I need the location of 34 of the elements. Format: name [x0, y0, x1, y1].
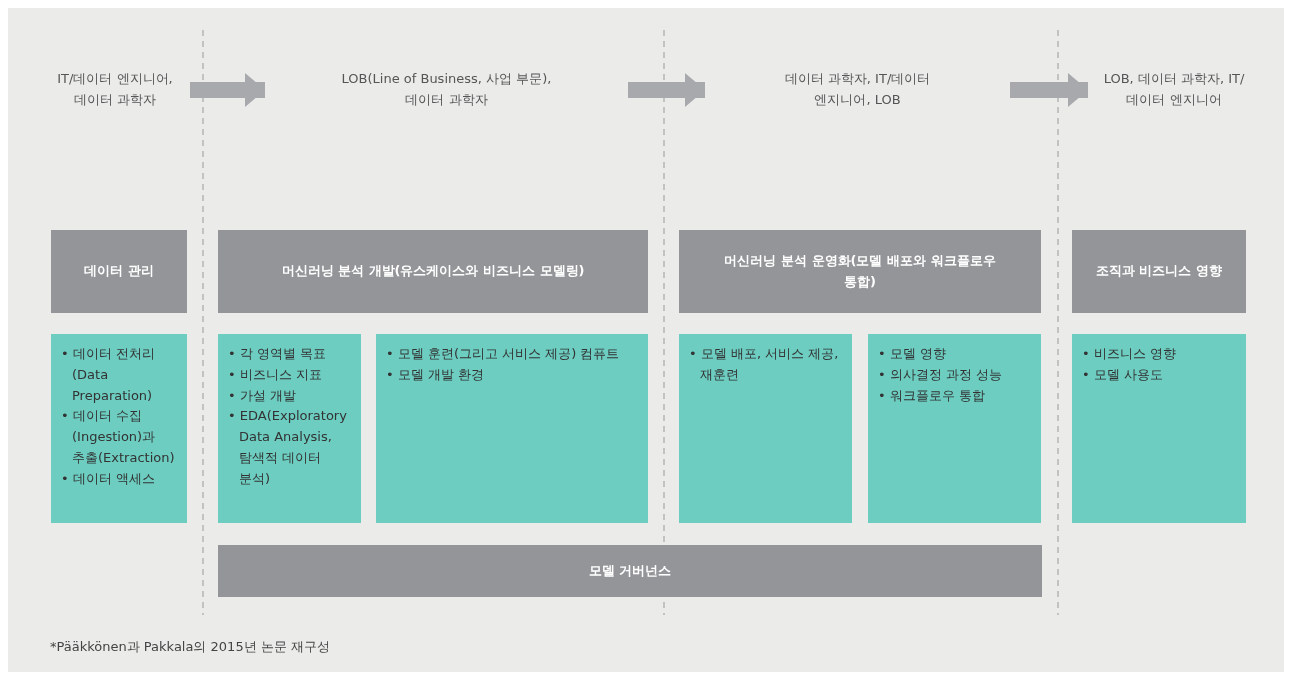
- bullet-item: • 데이터 전처리(Data Preparation): [61, 345, 156, 405]
- stage-header: 조직과 비즈니스 영향: [1072, 230, 1246, 313]
- stage-header: 머신러닝 분석 운영화(모델 배포와 워크플로우 통합): [679, 230, 1041, 313]
- bullet-item: • 모델 배포, 서비스 제공, 재훈련: [689, 345, 840, 384]
- stage-header: 데이터 관리: [51, 230, 187, 313]
- bullet-item: • 모델 개발 환경: [386, 365, 486, 384]
- stage-header: 모델 거버넌스: [218, 545, 1042, 597]
- bullet-list-card: [51, 334, 187, 523]
- bullet-item: • 모델 훈련(그리고 서비스 제공) 컴퓨트: [386, 345, 621, 363]
- bullet-item: • 각 영역별 목표: [228, 345, 328, 363]
- bullet-list-card: [868, 334, 1041, 523]
- role-label: LOB(Line of Business, 사업 부문), 데이터 과학자: [265, 60, 628, 120]
- stage-header: 머신러닝 분석 개발(유스케이스와 비즈니스 모델링): [218, 230, 648, 313]
- arrow: [190, 73, 265, 107]
- bullet-item: • 비즈니스 영향: [1082, 345, 1177, 363]
- arrow: [1010, 73, 1088, 107]
- role-label: 데이터 과학자, IT/데이터 엔지니어, LOB: [705, 60, 1010, 120]
- role-label: IT/데이터 엔지니어, 데이터 과학자: [40, 60, 190, 120]
- bullet-item: • 모델 영향: [878, 345, 947, 363]
- bullet-item: • 데이터 수집(Ingestion)과 추출(Extraction): [61, 407, 176, 467]
- bullet-item: • 모델 사용도: [1082, 365, 1164, 384]
- bullet-item: • 데이터 액세스: [61, 469, 156, 488]
- bullet-item: • 워크플로우 통합: [878, 386, 986, 405]
- bullet-item: • 비즈니스 지표: [228, 365, 323, 384]
- bullet-list-card: [218, 334, 361, 523]
- bullet-item: • 가설 개발: [228, 386, 297, 405]
- bullet-item: • 의사결정 과정 성능: [878, 365, 1004, 384]
- bullet-list-card: [1072, 334, 1246, 523]
- role-label: LOB, 데이터 과학자, IT/데이터 엔지니어: [1088, 60, 1260, 120]
- bullet-list-card: [376, 334, 648, 523]
- bullet-item: • EDA(Exploratory Data Analysis, 탐색적 데이터 분석): [228, 407, 348, 488]
- bullet-list-card: [679, 334, 852, 523]
- arrow: [628, 73, 705, 107]
- caption: *Pääkkönen과 Pakkala의 2015년 논문 재구성: [50, 638, 330, 656]
